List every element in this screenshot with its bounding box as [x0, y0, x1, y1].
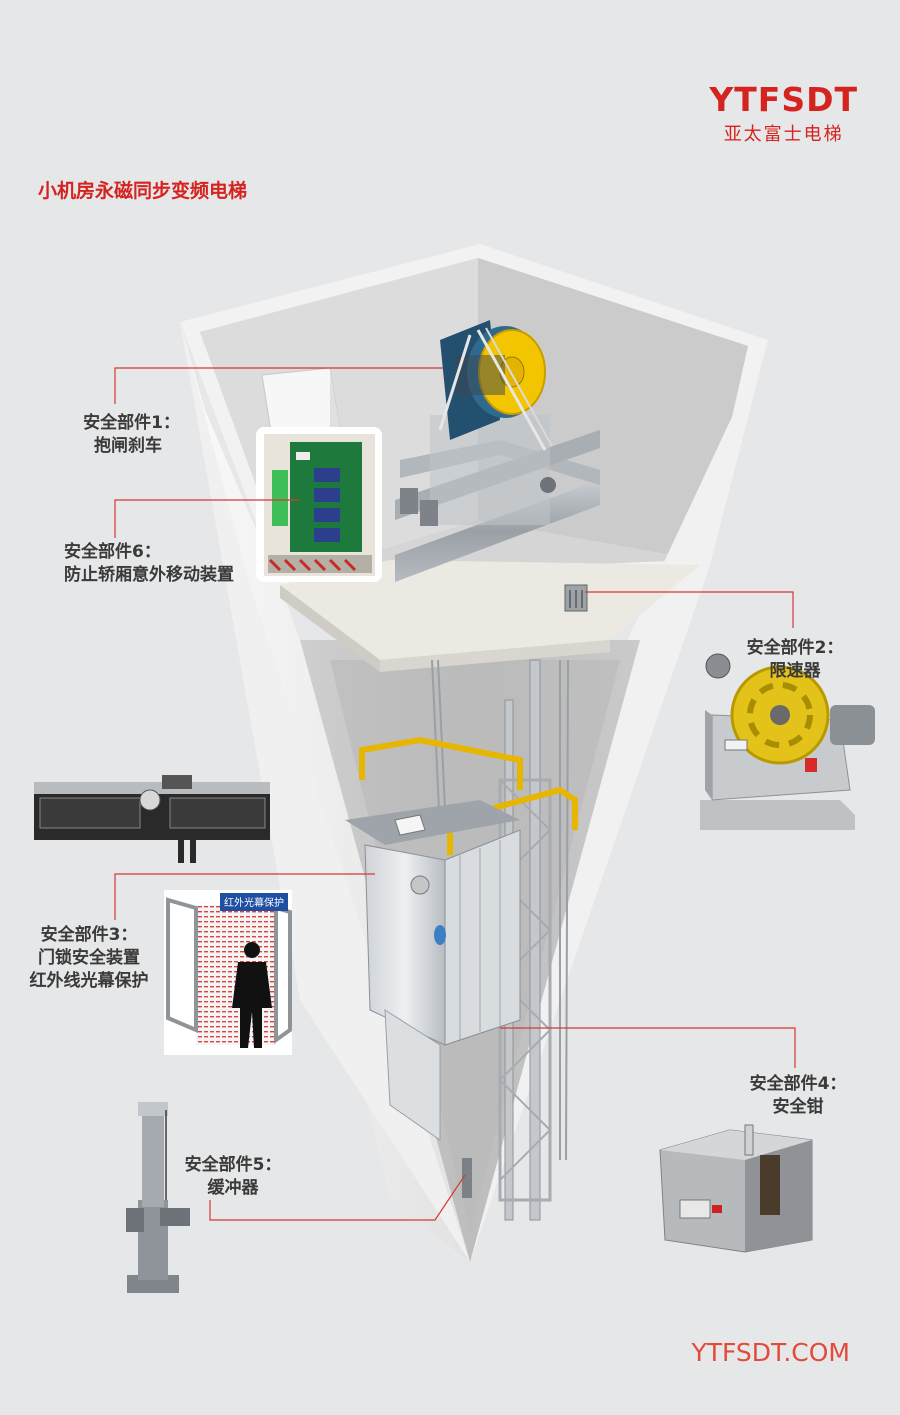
brand-name-cn: 亚太富士电梯 — [723, 124, 844, 145]
label-part3: 安全部件3： 门锁安全装置 红外线光幕保护 — [29, 925, 149, 991]
leader-part4 — [500, 1027, 796, 1068]
light-curtain-photo — [164, 890, 292, 1055]
page-title: 小机房永磁同步变频电梯 — [38, 180, 248, 202]
part6-photo — [256, 427, 382, 582]
part4-safety-gear-photo — [659, 1124, 813, 1253]
label-part2: 安全部件2： 限速器 — [746, 638, 844, 681]
leader-lines — [114, 367, 796, 1221]
machine-room-floor — [280, 560, 700, 660]
part2-governor-photo — [700, 653, 875, 830]
leader-part5 — [209, 1174, 466, 1221]
landing-door — [384, 1009, 441, 1141]
label-part5: 安全部件5： 缓冲器 — [184, 1155, 282, 1198]
footer-website-url[interactable]: YTFSDT.COM — [691, 1338, 850, 1367]
traction-motor — [438, 320, 553, 451]
car-side-panel — [444, 829, 521, 1046]
leader-part2 — [585, 591, 794, 628]
brand-name-en: YTFSDT — [709, 80, 858, 119]
door-operator-photo — [34, 775, 270, 863]
part5-buffer-photo — [126, 1102, 190, 1293]
shaft-contents — [345, 659, 578, 1221]
brand-logo: YTFSDT 亚太富士电梯 — [709, 82, 858, 146]
leader-part1 — [114, 367, 443, 404]
label-part4: 安全部件4： 安全钳 — [749, 1074, 847, 1117]
car-top — [345, 800, 520, 845]
top-handrail-left — [359, 736, 523, 790]
pit-buffer — [462, 1158, 472, 1198]
elevator-car — [345, 800, 521, 1141]
shaft-right-face — [470, 340, 768, 1262]
leader-part6 — [114, 499, 300, 538]
label-part6: 安全部件6： 防止轿厢意外移动装置 — [64, 542, 234, 585]
light-curtain-sign-text: 红外光幕保护 — [224, 896, 284, 909]
leader-part3 — [114, 873, 375, 920]
label-part1: 安全部件1： 抱闸刹车 — [83, 413, 180, 456]
guide-rail-right — [529, 659, 541, 1221]
person-silhouette — [232, 962, 272, 1048]
